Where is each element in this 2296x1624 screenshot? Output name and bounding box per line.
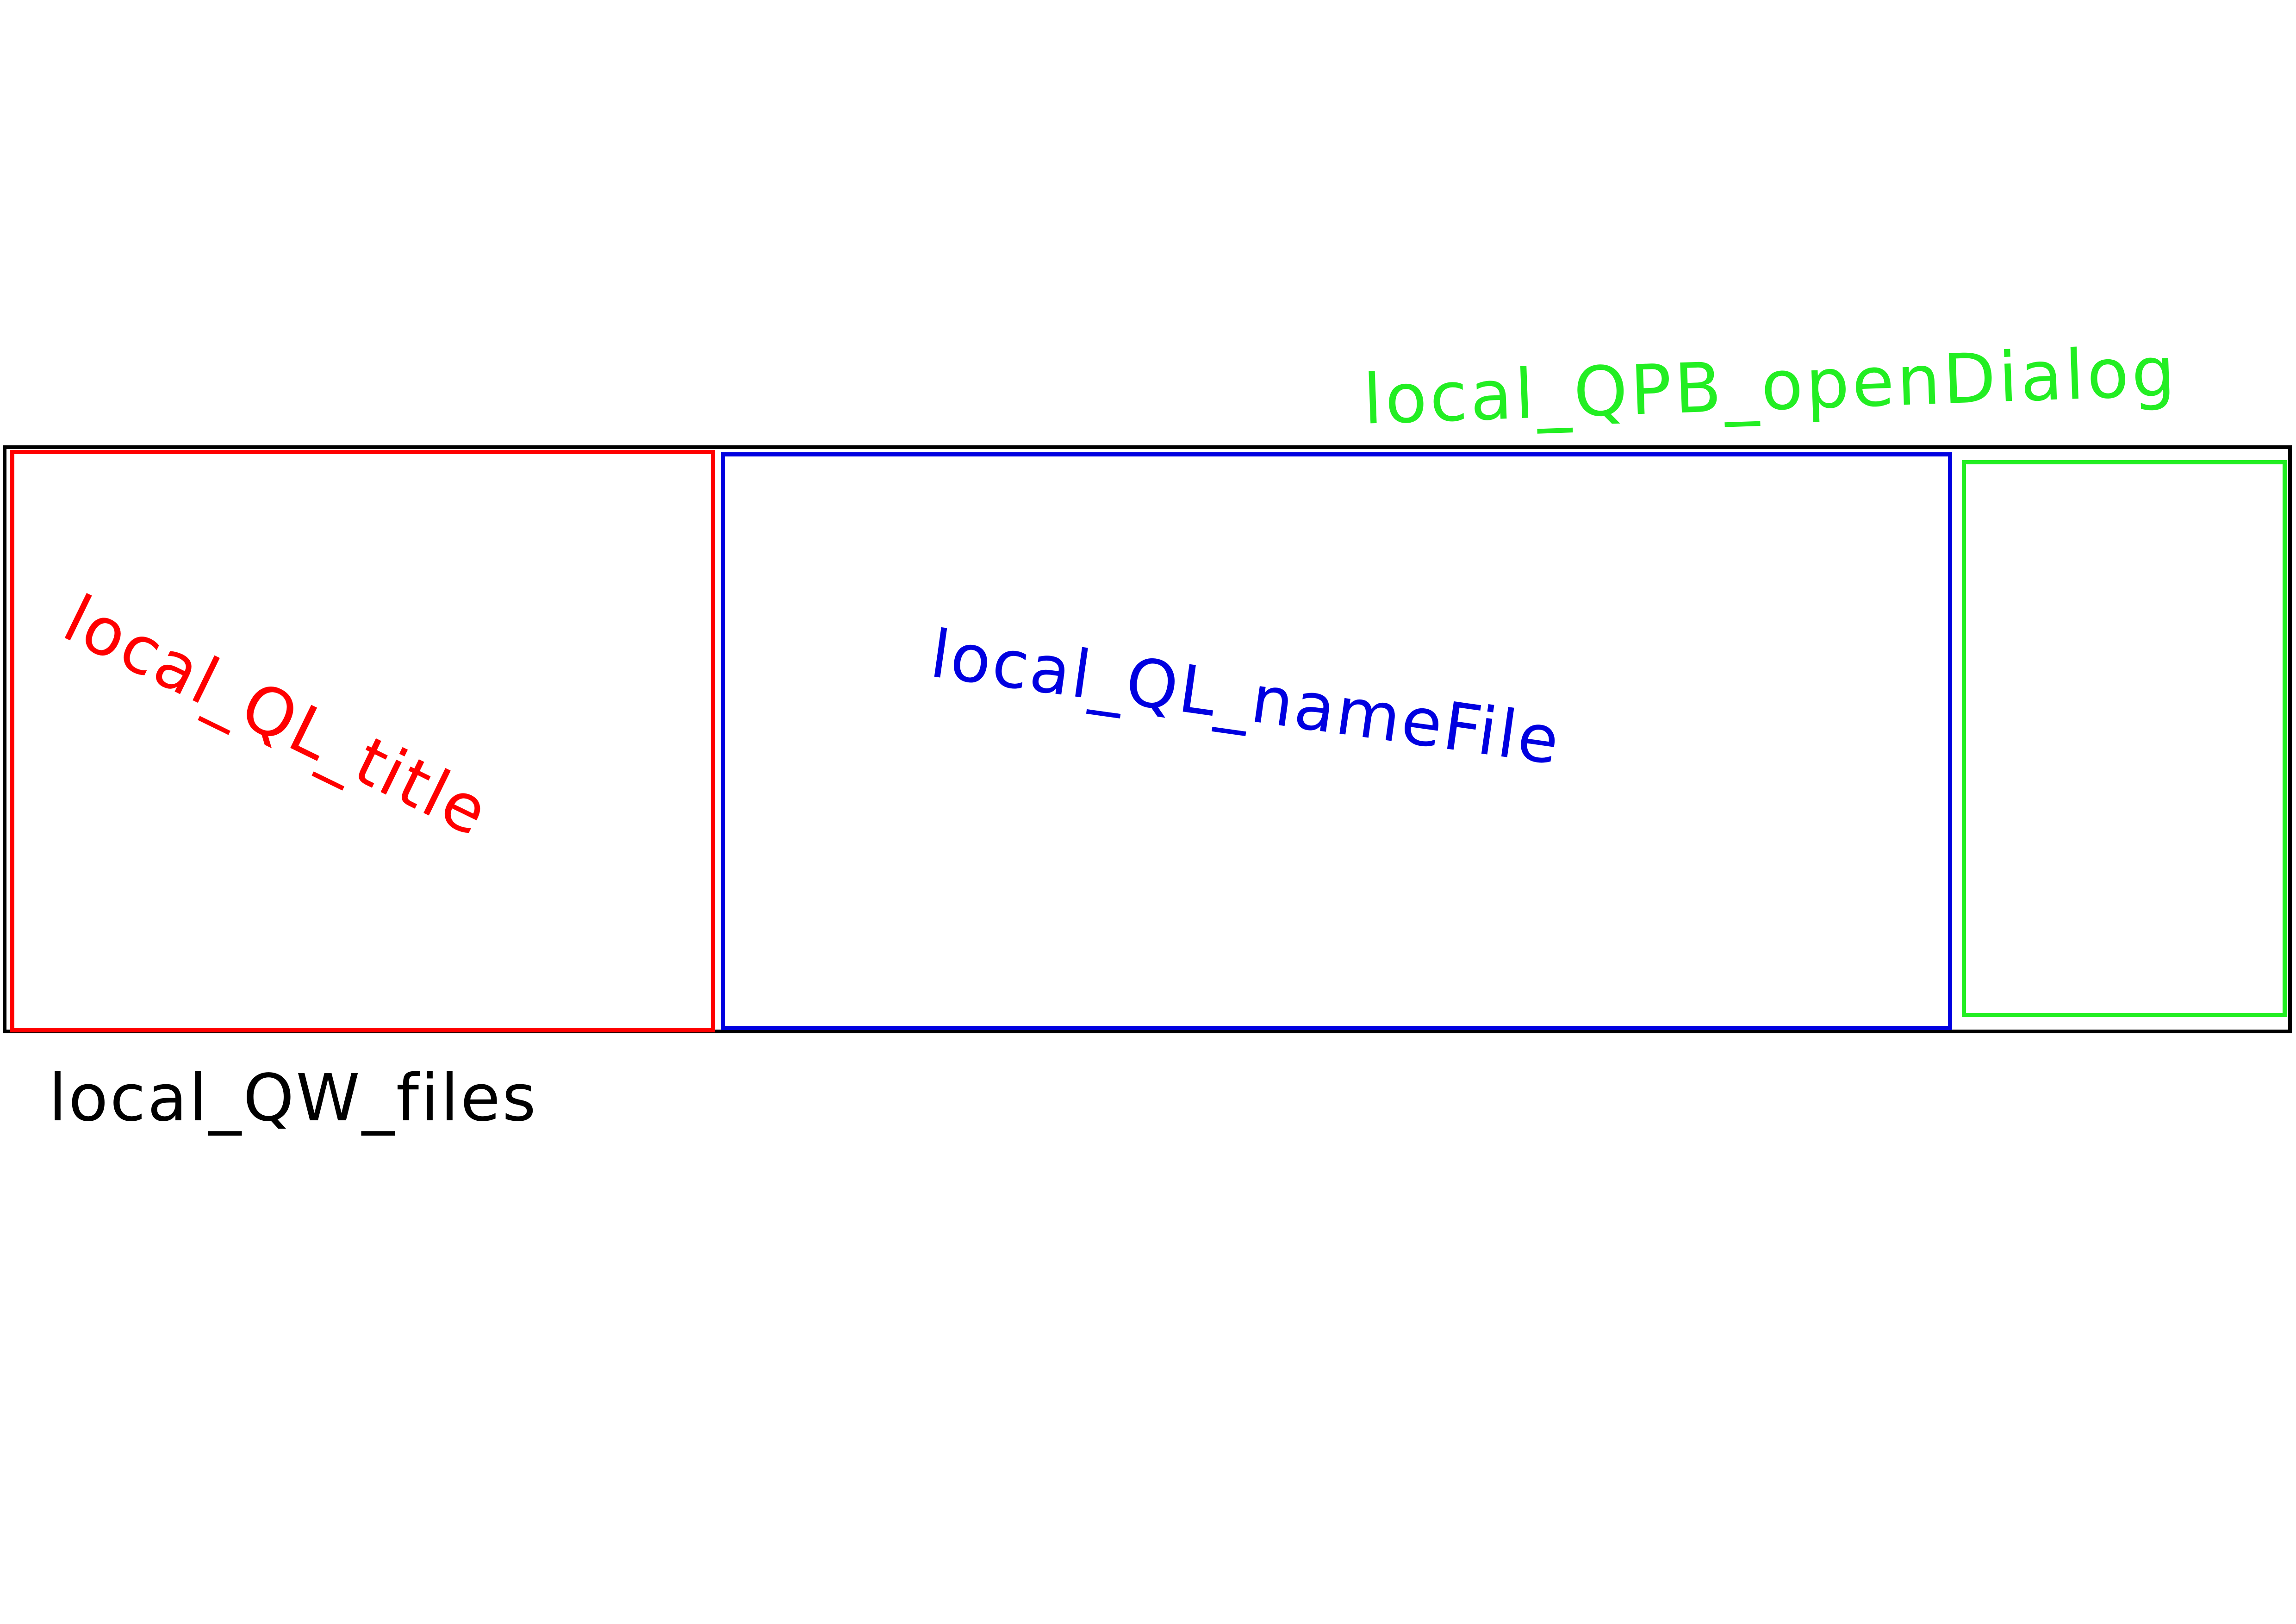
open-dialog-button-frame[interactable] xyxy=(1962,460,2287,1017)
name-file-label-frame xyxy=(721,452,1952,1030)
files-widget-annotation: local_QW_files xyxy=(49,1061,538,1136)
files-widget-frame xyxy=(3,445,2292,1033)
open-dialog-button-annotation: local_QPB_openDialog xyxy=(1362,331,2179,440)
title-label-frame xyxy=(10,450,715,1032)
